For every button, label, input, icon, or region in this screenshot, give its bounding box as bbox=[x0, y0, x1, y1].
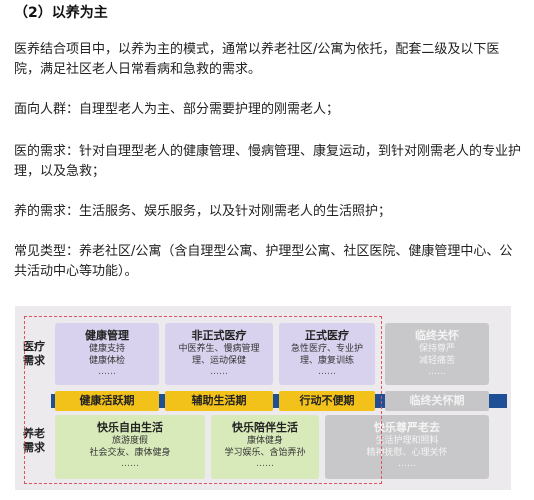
needs-diagram: 医疗 需求 养老 需求 健康管理 健康支持 健康体检 …… 非正式医疗 中医养生… bbox=[15, 306, 511, 490]
row-label-medical-line2: 需求 bbox=[23, 354, 45, 367]
medical-box-informal-medical: 非正式医疗 中医养生、慢病管理 理、运动保健 …… bbox=[165, 323, 273, 385]
medical-box-title: 正式医疗 bbox=[305, 329, 349, 342]
care-box-line: 社会交友、康体健身 bbox=[89, 448, 171, 458]
medical-box-ellipsis: …… bbox=[428, 367, 446, 377]
care-box-ellipsis: …… bbox=[121, 459, 139, 469]
medical-box-title: 健康管理 bbox=[85, 329, 129, 342]
medical-box-line: 健康体检 bbox=[88, 356, 125, 366]
medical-box-line: 保持尊严 bbox=[418, 344, 455, 354]
care-box-companion-life: 快乐陪伴生活 康体健身 学习娱乐、含饴弄孙 …… bbox=[211, 415, 319, 479]
medical-box-line: 理、运动保健 bbox=[191, 356, 246, 366]
medical-box-end-of-life-care: 临终关怀 保持尊严 减轻痛苦 …… bbox=[385, 323, 489, 385]
section-heading: （2）以养为主 bbox=[14, 5, 108, 21]
care-box-line: 生活护理和照料 bbox=[375, 436, 439, 446]
stage-label-active: 健康活跃期 bbox=[55, 391, 159, 411]
care-box-line: 康体健身 bbox=[246, 436, 283, 446]
care-box-ellipsis: …… bbox=[398, 459, 416, 469]
care-box-title: 快乐陪伴生活 bbox=[232, 421, 298, 434]
highlight-dashed-frame bbox=[24, 316, 382, 484]
medical-box-line: 理、康复训练 bbox=[299, 356, 354, 366]
row-label-medical-line1: 医疗 bbox=[23, 340, 45, 353]
medical-box-line: 急性医疗、专业护 bbox=[290, 344, 363, 354]
row-label-care-line1: 养老 bbox=[23, 427, 45, 440]
care-box-line: 旅游度假 bbox=[111, 436, 148, 446]
medical-box-ellipsis: …… bbox=[318, 367, 336, 377]
medical-box-title: 非正式医疗 bbox=[191, 329, 247, 342]
care-box-title: 快乐尊严老去 bbox=[374, 421, 440, 434]
medical-box-ellipsis: …… bbox=[210, 367, 228, 377]
stage-label-limited-mobility: 行动不便期 bbox=[279, 391, 375, 411]
medical-box-health-management: 健康管理 健康支持 健康体检 …… bbox=[55, 323, 159, 385]
medical-box-line: 减轻痛苦 bbox=[418, 356, 455, 366]
medical-box-title: 临终关怀 bbox=[415, 329, 459, 342]
care-box-line: 精神抚慰、心理关怀 bbox=[366, 448, 448, 458]
medical-box-formal-medical: 正式医疗 急性医疗、专业护 理、康复训练 …… bbox=[279, 323, 375, 385]
care-box-dignified-aging: 快乐尊严老去 生活护理和照料 精神抚慰、心理关怀 …… bbox=[325, 415, 489, 479]
care-box-title: 快乐自由生活 bbox=[97, 421, 163, 434]
stage-label-assisted: 辅助生活期 bbox=[165, 391, 273, 411]
care-box-free-life: 快乐自由生活 旅游度假 社会交友、康体健身 …… bbox=[55, 415, 205, 479]
medical-box-line: 健康支持 bbox=[88, 344, 125, 354]
paragraph-care-needs: 养的需求：生活服务、娱乐服务，以及针对刚需老人的生活照护； bbox=[14, 204, 392, 219]
care-box-line: 学习娱乐、含饴弄孙 bbox=[224, 448, 306, 458]
paragraph-intro: 医养结合项目中，以养为主的模式，通常以养老社区/公寓为依托，配套二级及以下医院，… bbox=[14, 42, 500, 77]
paragraph-target-group: 面向人群：自理型老人为主、部分需要护理的刚需老人； bbox=[14, 102, 340, 117]
care-box-ellipsis: …… bbox=[256, 459, 274, 469]
row-label-care: 养老 需求 bbox=[17, 427, 51, 455]
medical-box-line: 中医养生、慢病管理 bbox=[178, 344, 260, 354]
paragraph-medical-needs: 医的需求：针对自理型老人的健康管理、慢病管理、康复运动，到针对刚需老人的专业护理… bbox=[14, 144, 522, 179]
row-label-medical: 医疗 需求 bbox=[17, 340, 51, 368]
row-label-care-line2: 需求 bbox=[23, 441, 45, 454]
paragraph-common-types: 常见类型：养老社区/公寓（含自理型公寓、护理型公寓、社区医院、健康管理中心、公共… bbox=[14, 244, 513, 279]
stage-label-end-of-life: 临终关怀期 bbox=[385, 391, 489, 411]
medical-box-ellipsis: …… bbox=[98, 367, 116, 377]
